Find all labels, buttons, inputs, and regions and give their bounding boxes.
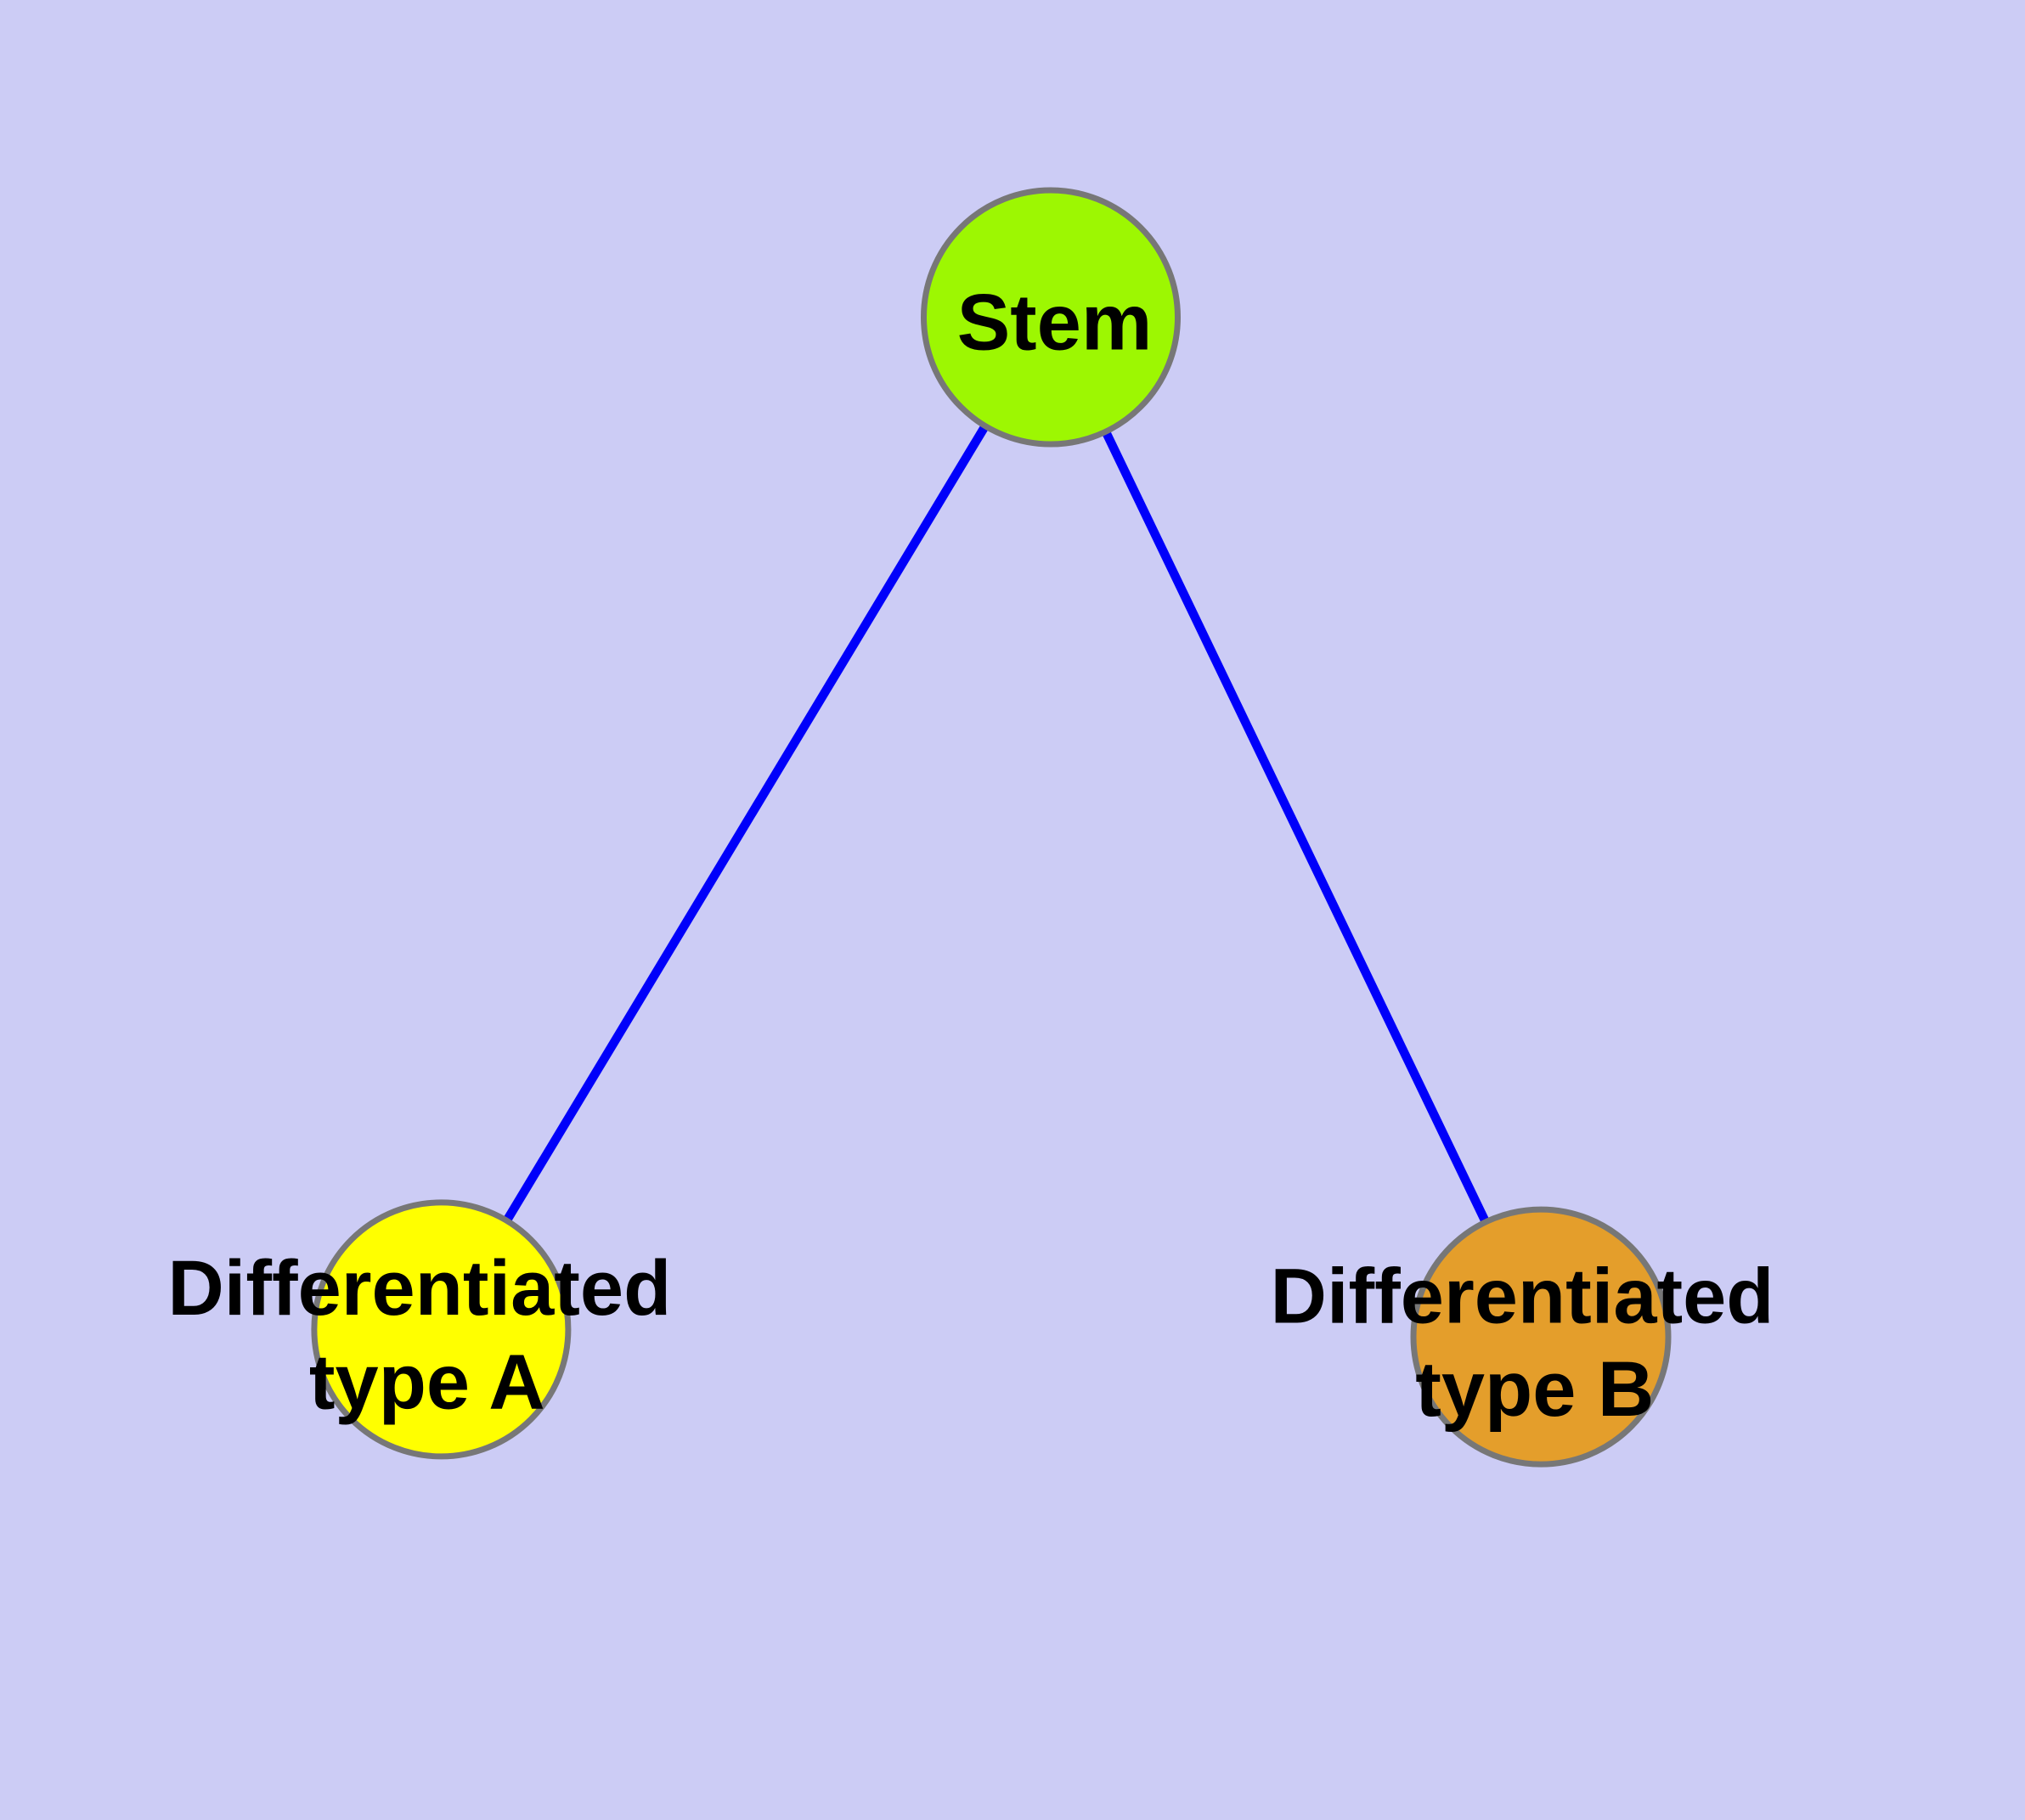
svg-text:type A: type A — [309, 1338, 545, 1425]
svg-text:type B: type B — [1415, 1346, 1654, 1433]
svg-text:Stem: Stem — [957, 278, 1153, 367]
svg-text:Differentiated: Differentiated — [167, 1245, 671, 1332]
svg-text:Differentiated: Differentiated — [1271, 1253, 1774, 1339]
